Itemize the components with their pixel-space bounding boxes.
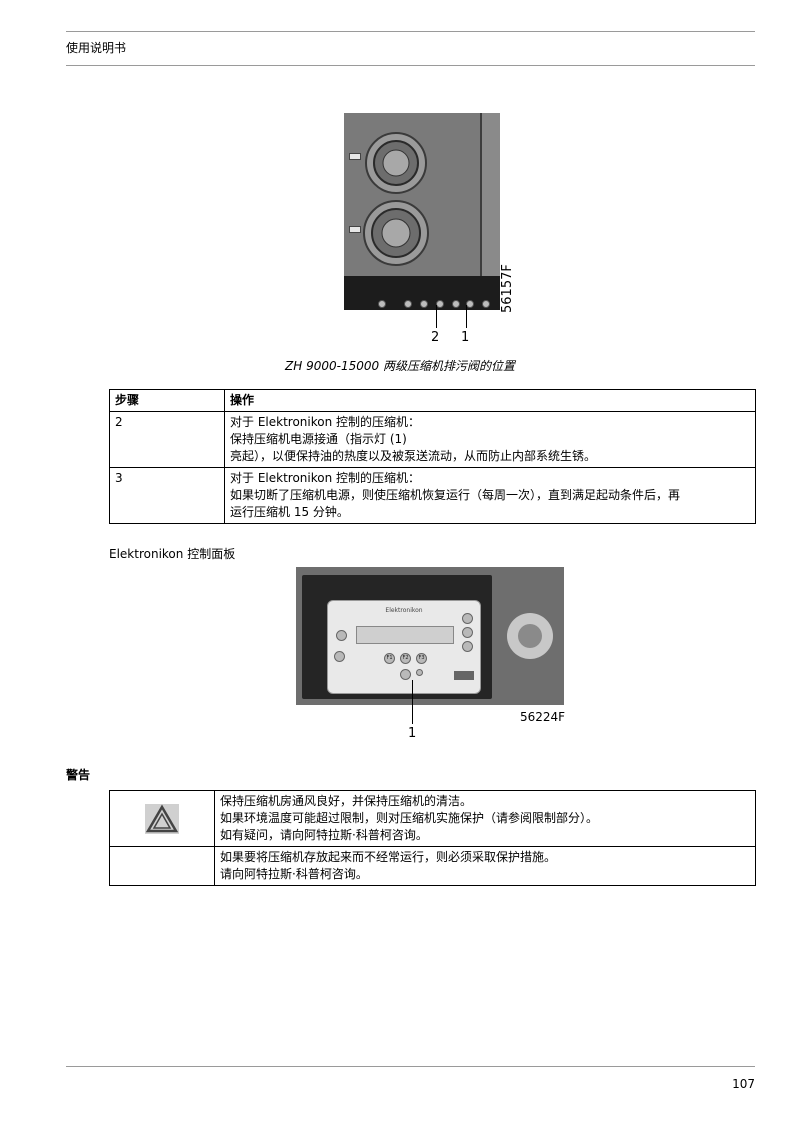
control-panel-photo: Elektronikon F1 F2 F3 xyxy=(296,567,564,705)
header-bottom-rule xyxy=(66,65,755,66)
f2-button: F2 xyxy=(400,653,411,664)
warning-table: 保持压缩机房通风良好，并保持压缩机的清洁。 如果环境温度可能超过限制，则对压缩机… xyxy=(109,790,756,886)
footer-rule xyxy=(66,1066,755,1067)
atlas-copco-logo xyxy=(454,671,474,680)
action-line: 对于 Elektronikon 控制的压缩机： xyxy=(230,415,421,429)
panel-brand: Elektronikon xyxy=(385,607,423,614)
voltage-led-icon xyxy=(416,669,423,676)
action-line: 运行压缩机 15 分钟。 xyxy=(230,505,349,519)
panel-label-chip xyxy=(349,226,361,233)
panel-edge xyxy=(480,113,482,276)
steps-table: 步骤 操作 2 对于 Elektronikon 控制的压缩机： 保持压缩机电源接… xyxy=(109,389,756,524)
panel-section-label: Elektronikon 控制面板 xyxy=(109,547,236,561)
document-title: 使用说明书 xyxy=(66,41,127,55)
drain-valve-dot xyxy=(420,300,428,308)
panel-label-chip xyxy=(349,153,361,160)
warning-line: 如果环境温度可能超过限制，则对压缩机实施保护（请参阅限制部分）。 xyxy=(220,811,599,825)
drain-valve-dot xyxy=(466,300,474,308)
warning-line: 如有疑问，请向阿特拉斯·科普柯咨询。 xyxy=(220,828,428,842)
callout-number: 1 xyxy=(408,726,417,741)
drain-valve-dot xyxy=(436,300,444,308)
drain-valve-strip xyxy=(344,276,500,310)
callout-line-1 xyxy=(466,305,467,328)
info-button-icon xyxy=(336,630,347,641)
callout-number: 2 xyxy=(431,330,440,345)
warning-line: 保持压缩机房通风良好，并保持压缩机的清洁。 xyxy=(220,794,473,808)
action-line: 保持压缩机电源接通（指示灯 (1) xyxy=(230,432,407,446)
drain-valve-dot xyxy=(482,300,490,308)
column-header-action: 操作 xyxy=(224,389,756,412)
drain-valve-dot xyxy=(404,300,412,308)
f1-button: F1 xyxy=(384,653,395,664)
tab-button-icon xyxy=(462,627,473,638)
step-number: 3 xyxy=(109,467,225,524)
table-row: 保持压缩机房通风良好，并保持压缩机的清洁。 如果环境温度可能超过限制，则对压缩机… xyxy=(109,790,756,847)
action-line: 如果切断了压缩机电源，则使压缩机恢复运行（每周一次），直到满足起动条件后，再 xyxy=(230,488,681,502)
figure-caption: ZH 9000-15000 两级压缩机排污阀的位置 xyxy=(285,359,515,373)
step-action: 对于 Elektronikon 控制的压缩机： 保持压缩机电源接通（指示灯 (1… xyxy=(224,411,756,468)
table-row: 如果要将压缩机存放起来而不经常运行，则必须采取保护措施。 请向阿特拉斯·科普柯咨… xyxy=(109,846,756,886)
empty-icon-cell xyxy=(109,846,215,886)
panel-cabinet: Elektronikon F1 F2 F3 xyxy=(302,575,492,699)
warning-icon-cell xyxy=(109,790,215,847)
drain-valve-dot xyxy=(378,300,386,308)
warning-line: 请向阿特拉斯·科普柯咨询。 xyxy=(220,867,368,881)
drain-valve-photo xyxy=(344,113,500,310)
compressor-side-panel xyxy=(344,113,500,276)
warning-text: 如果要将压缩机存放起来而不经常运行，则必须采取保护措施。 请向阿特拉斯·科普柯咨… xyxy=(214,846,756,886)
start-button-icon xyxy=(400,669,411,680)
f3-button: F3 xyxy=(416,653,427,664)
table-row: 2 对于 Elektronikon 控制的压缩机： 保持压缩机电源接通（指示灯 … xyxy=(109,411,756,468)
action-line: 对于 Elektronikon 控制的压缩机： xyxy=(230,471,421,485)
callout-line-1 xyxy=(412,680,413,724)
warning-heading: 警告 xyxy=(66,768,91,782)
reset-button-icon xyxy=(334,651,345,662)
elektronikon-panel: Elektronikon F1 F2 F3 xyxy=(327,600,481,694)
panel-display xyxy=(356,626,454,644)
figure-code: 56157F xyxy=(500,264,515,313)
callout-line-2 xyxy=(436,305,437,328)
step-action: 对于 Elektronikon 控制的压缩机： 如果切断了压缩机电源，则使压缩机… xyxy=(224,467,756,524)
figure-code: 56224F xyxy=(520,710,566,724)
warning-triangle-icon xyxy=(145,803,179,834)
warning-line: 如果要将压缩机存放起来而不经常运行，则必须采取保护措施。 xyxy=(220,850,557,864)
emergency-stop-ring xyxy=(507,613,553,659)
up-arrow-button-icon xyxy=(462,613,473,624)
panel-right-section xyxy=(482,113,500,276)
upper-flange-icon xyxy=(363,132,429,266)
action-line: 亮起），以便保持油的热度以及被泵送流动，从而防止内部系统生锈。 xyxy=(230,449,597,463)
column-header-step: 步骤 xyxy=(109,389,225,412)
warning-text: 保持压缩机房通风良好，并保持压缩机的清洁。 如果环境温度可能超过限制，则对压缩机… xyxy=(214,790,756,847)
emergency-stop-button xyxy=(518,624,542,648)
table-row: 3 对于 Elektronikon 控制的压缩机： 如果切断了压缩机电源，则使压… xyxy=(109,467,756,524)
down-arrow-button-icon xyxy=(462,641,473,652)
page-number: 107 xyxy=(732,1077,755,1091)
table-header-row: 步骤 操作 xyxy=(109,389,756,412)
callout-number: 1 xyxy=(461,330,470,345)
header-top-rule xyxy=(66,31,755,32)
step-number: 2 xyxy=(109,411,225,468)
drain-valve-dot xyxy=(452,300,460,308)
